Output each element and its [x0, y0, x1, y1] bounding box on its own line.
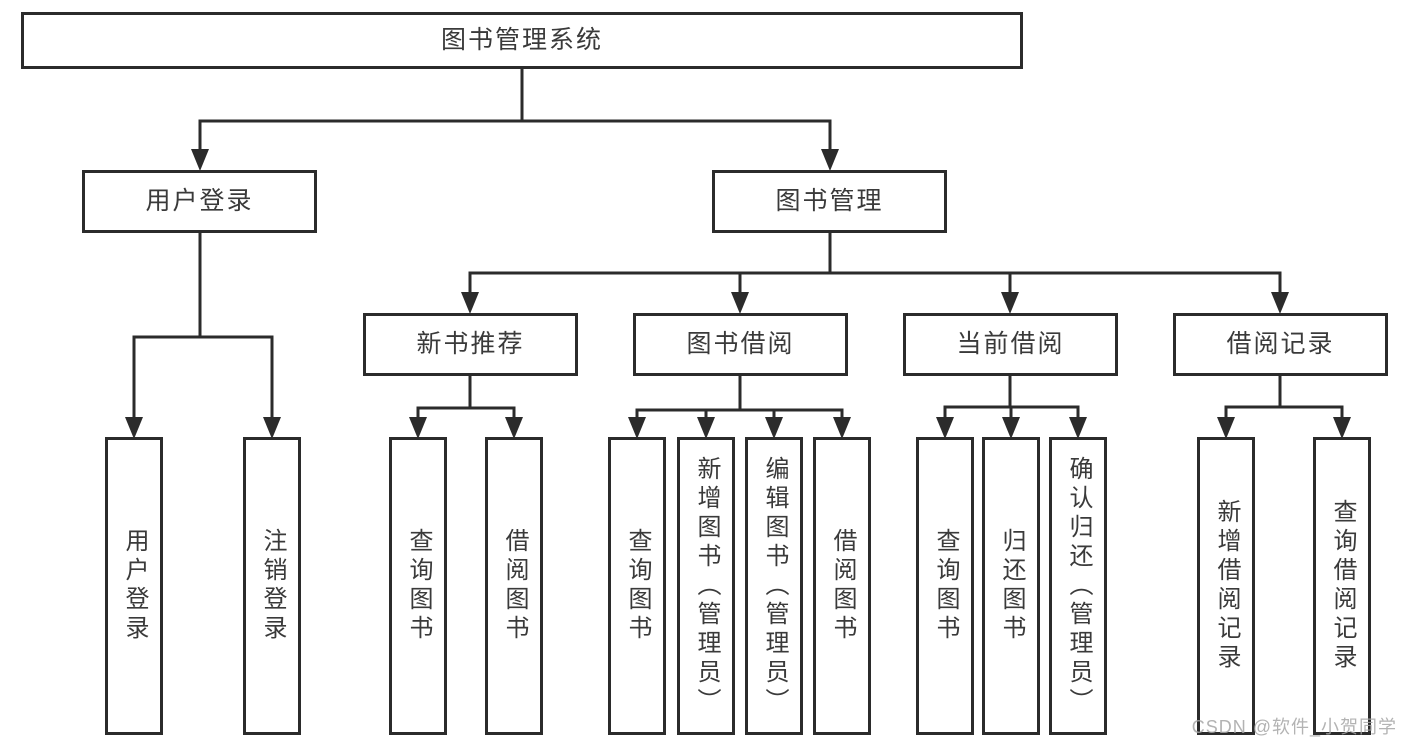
node-leaf-cb-confirm-return-label: 确认归还（管理员）: [1065, 455, 1092, 717]
node-leaf-bb-borrow-books: 借阅图书: [813, 437, 871, 735]
node-book-management: 图书管理: [712, 170, 947, 233]
node-leaf-cb-confirm-return: 确认归还（管理员）: [1049, 437, 1107, 735]
node-leaf-nbr-query-books: 查询图书: [389, 437, 447, 735]
node-leaf-logout: 注销登录: [243, 437, 301, 735]
node-current-borrowing: 当前借阅: [903, 313, 1118, 376]
node-leaf-bb-query-books: 查询图书: [608, 437, 666, 735]
node-leaf-user-login-label: 用户登录: [121, 528, 148, 644]
node-leaf-bb-borrow-books-label: 借阅图书: [829, 528, 856, 644]
node-leaf-bb-edit-books: 编辑图书（管理员）: [745, 437, 803, 735]
watermark: CSDN @软件_小贺同学: [1191, 717, 1397, 737]
node-book-borrowing-label: 图书借阅: [686, 330, 795, 358]
node-book-borrowing: 图书借阅: [633, 313, 848, 376]
node-leaf-logout-label: 注销登录: [259, 528, 286, 644]
node-leaf-br-query-record-label: 查询借阅记录: [1329, 499, 1356, 673]
node-root: 图书管理系统: [21, 12, 1023, 69]
node-leaf-cb-return-books: 归还图书: [982, 437, 1040, 735]
node-leaf-cb-query-books-label: 查询图书: [932, 528, 959, 644]
node-leaf-bb-query-books-label: 查询图书: [624, 528, 651, 644]
node-leaf-user-login: 用户登录: [105, 437, 163, 735]
node-borrowing-records-label: 借阅记录: [1226, 330, 1335, 358]
node-leaf-nbr-query-books-label: 查询图书: [405, 528, 432, 644]
node-user-login: 用户登录: [82, 170, 317, 233]
node-new-book-recommend: 新书推荐: [363, 313, 578, 376]
node-leaf-bb-add-books-label: 新增图书（管理员）: [693, 455, 720, 717]
node-user-login-label: 用户登录: [145, 187, 254, 215]
node-new-book-recommend-label: 新书推荐: [416, 330, 525, 358]
node-leaf-nbr-borrow-books: 借阅图书: [485, 437, 543, 735]
node-leaf-cb-return-books-label: 归还图书: [998, 528, 1025, 644]
node-borrowing-records: 借阅记录: [1173, 313, 1388, 376]
node-book-management-label: 图书管理: [775, 187, 884, 215]
node-leaf-nbr-borrow-books-label: 借阅图书: [501, 528, 528, 644]
node-leaf-bb-edit-books-label: 编辑图书（管理员）: [761, 455, 788, 717]
node-leaf-bb-add-books: 新增图书（管理员）: [677, 437, 735, 735]
node-leaf-br-add-record-label: 新增借阅记录: [1213, 499, 1240, 673]
node-leaf-br-add-record: 新增借阅记录: [1197, 437, 1255, 735]
node-leaf-cb-query-books: 查询图书: [916, 437, 974, 735]
node-leaf-br-query-record: 查询借阅记录: [1313, 437, 1371, 735]
node-root-label: 图书管理系统: [440, 26, 603, 54]
node-current-borrowing-label: 当前借阅: [956, 330, 1065, 358]
